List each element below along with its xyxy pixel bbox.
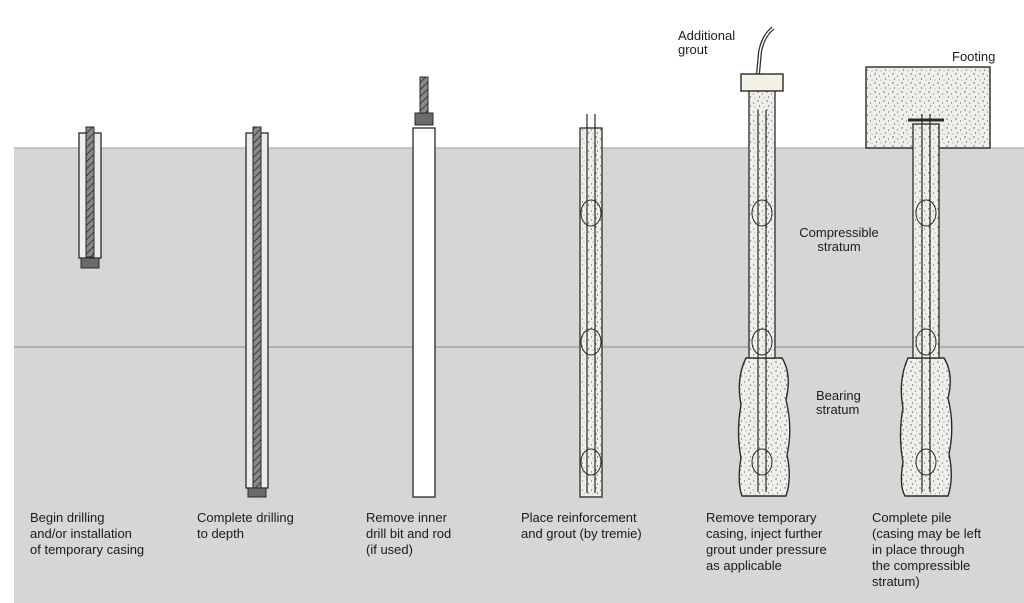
drill-rod [252,126,262,490]
step-5-caption: Remove temporary casing, inject further … [706,510,827,573]
step-3-caption: Remove inner drill bit and rod (if used) [366,510,452,557]
label-line: Compressible [799,225,878,240]
reinforcement-hoop [915,199,937,227]
label-line: grout [678,42,708,57]
grout-cap [740,73,784,92]
reinforcement-hoop [915,328,937,356]
step-2-pile [245,126,269,498]
drill-bit [247,487,267,498]
footing-label: Footing [952,49,995,64]
step-4-pile [579,114,603,498]
grout-pipe-core [757,27,774,75]
reinforcement-hoop [751,448,773,476]
reinforcement-hoop [580,199,602,227]
grouted-casing [579,127,603,498]
label-line: Additional [678,28,735,43]
step-3-pile [412,76,436,498]
ground-mass [14,148,1024,603]
step-5-pile [737,26,791,497]
step-6-pile [899,114,953,497]
step-6-caption: Complete pile (casing may be left in pla… [872,510,982,589]
label-line: stratum [816,402,859,417]
step-1-caption: Begin drilling and/or installation of te… [30,510,145,557]
enlarged-grout-bulb [899,357,953,497]
drill-bit [80,257,100,269]
reinforcement-hoop [751,199,773,227]
reinforcement-hoop [915,448,937,476]
drill-rod [85,126,95,258]
empty-casing [412,127,436,498]
reinforcement-hoop [751,328,773,356]
label-line: stratum [817,239,860,254]
withdrawn-drill-bit [414,112,434,126]
enlarged-grout-bulb [737,357,791,497]
withdrawn-drill-rod [419,76,429,114]
reinforcement-hoop [580,328,602,356]
grout-column [912,123,940,359]
reinforcement-hoop [580,448,602,476]
step-1-pile [78,126,102,269]
step-2-caption: Complete drilling to depth [197,510,294,541]
grout-column [748,87,776,359]
label-line: Bearing [816,388,861,403]
step-4-caption: Place reinforcement and grout (by tremie… [521,510,642,541]
